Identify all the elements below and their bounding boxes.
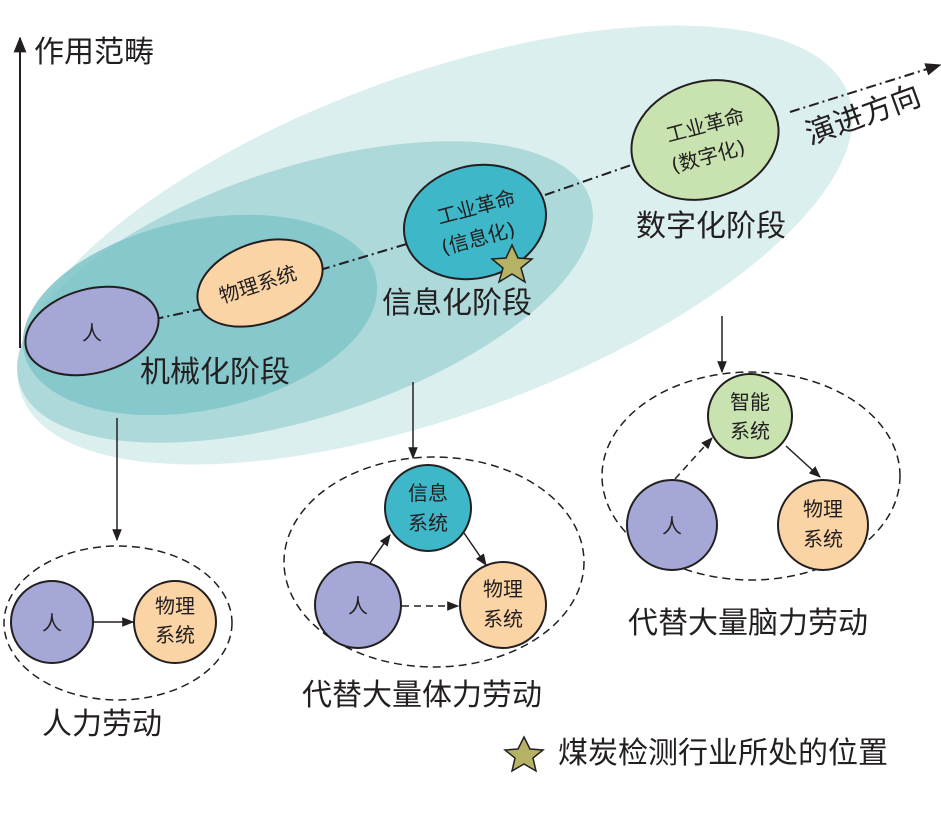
information-stage-label: 信息化阶段 [382,286,532,321]
group2-human-node: 人 [314,561,402,649]
legend-label: 煤炭检测行业所处的位置 [558,736,888,771]
svg-text:系统: 系统 [803,527,843,551]
physical-labor-caption: 代替大量体力劳动 [302,678,542,713]
svg-text:人: 人 [42,611,62,635]
legend-star-icon [503,735,545,773]
group3-smart-node: 智能 系统 [707,373,793,459]
svg-text:物理: 物理 [155,594,195,618]
physical-system-node-top: 物理系统 [196,238,324,328]
svg-text:人: 人 [348,594,368,618]
svg-text:人: 人 [662,514,682,538]
digital-revolution-node: 工业革命 (数字化) [630,79,780,201]
svg-text:系统: 系统 [483,607,523,631]
group3-arrow-human-smart [674,437,713,480]
group3-human-node: 人 [626,479,718,571]
group3-physical-node: 物理 系统 [777,479,869,571]
svg-text:物理: 物理 [803,497,843,521]
human-label: 人 [82,321,102,345]
svg-text:系统: 系统 [155,623,195,647]
svg-text:系统: 系统 [730,419,770,443]
manual-human-node: 人 [10,580,94,664]
physical-labor-group [283,456,585,668]
svg-text:系统: 系统 [408,511,448,535]
mental-labor-group [601,371,901,581]
group2-arrow-info-physical [463,532,487,566]
svg-text:物理: 物理 [483,577,523,601]
manual-labor-group [3,545,233,701]
coal-industry-star-icon [490,243,534,284]
svg-text:信息: 信息 [408,481,448,505]
y-axis-label: 作用范畴 [34,35,154,70]
group2-info-node: 信息 系统 [384,464,472,552]
mental-labor-caption: 代替大量脑力劳动 [628,606,868,641]
manual-physical-node: 物理 系统 [133,580,217,664]
group3-arrow-smart-physical [785,445,821,478]
human-node-top: 人 [24,285,160,377]
mechanical-stage-label: 机械化阶段 [140,355,290,390]
svg-text:智能: 智能 [730,390,770,414]
group2-physical-node: 物理 系统 [459,561,547,649]
manual-labor-caption: 人力劳动 [42,707,162,742]
group2-arrow-human-info [369,534,391,564]
digital-stage-label: 数字化阶段 [636,209,786,244]
